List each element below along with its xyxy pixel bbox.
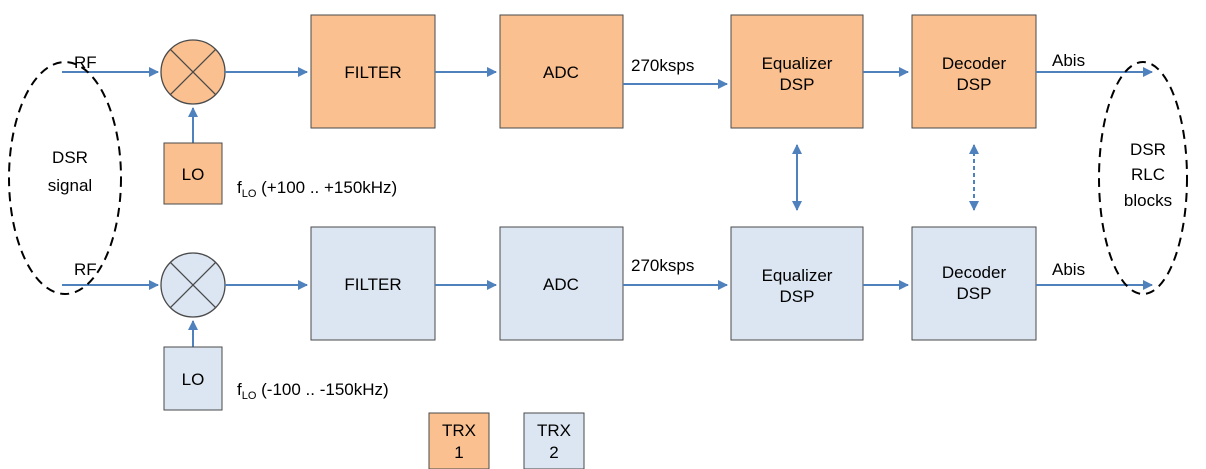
chain-trx2: RF FILTER ADC 270ksps Equalizer DSP Deco… xyxy=(62,226,1153,411)
decoder-label-line2-2: DSP xyxy=(957,284,992,303)
dsr-rlc-label-line3: blocks xyxy=(1124,191,1172,210)
dsr-rlc-blocks-group: DSR RLC blocks xyxy=(1098,61,1188,295)
legend-trx2-line1: TRX xyxy=(537,421,571,440)
mixer-2 xyxy=(160,252,226,318)
lo-frequency-label-1: fLO (+100 .. +150kHz) xyxy=(237,178,397,200)
rate-label-1: 270ksps xyxy=(631,56,694,75)
rate-label-2: 270ksps xyxy=(631,256,694,275)
dsr-rlc-label-line1: DSR xyxy=(1130,140,1166,159)
legend-trx1-line2: 1 xyxy=(454,443,463,462)
adc-label-1: ADC xyxy=(543,63,579,82)
filter-label-1: FILTER xyxy=(344,63,401,82)
lo-label-2: LO xyxy=(182,370,205,389)
legend-trx1: TRX 1 xyxy=(428,412,490,469)
equalizer-label-line1-1: Equalizer xyxy=(762,54,833,73)
rf-label-1: RF xyxy=(74,53,97,72)
legend-trx2-line2: 2 xyxy=(549,443,558,462)
adc-block-1: ADC xyxy=(499,14,624,129)
legend-trx2: TRX 2 xyxy=(523,412,585,469)
dsr-signal-label-line1: DSR xyxy=(52,148,88,167)
lo-block-2: LO xyxy=(163,346,223,411)
mixer-1 xyxy=(160,39,226,105)
filter-block-2: FILTER xyxy=(310,226,436,341)
chain-trx1: RF FILTER ADC 270ksps Equalizer DSP Deco… xyxy=(62,14,1153,205)
abis-label-2: Abis xyxy=(1052,260,1085,279)
equalizer-dsp-block-1: Equalizer DSP xyxy=(730,14,864,129)
adc-block-2: ADC xyxy=(499,226,624,341)
filter-label-2: FILTER xyxy=(344,275,401,294)
abis-label-1: Abis xyxy=(1052,51,1085,70)
equalizer-label-line2-2: DSP xyxy=(780,287,815,306)
legend-trx1-line1: TRX xyxy=(442,421,476,440)
equalizer-label-line1-2: Equalizer xyxy=(762,266,833,285)
decoder-dsp-block-1: Decoder DSP xyxy=(911,14,1037,129)
dsr-rlc-label-line2: RLC xyxy=(1131,165,1165,184)
lo-block-1: LO xyxy=(163,142,223,205)
decoder-dsp-block-2: Decoder DSP xyxy=(911,226,1037,341)
decoder-label-line1-2: Decoder xyxy=(942,263,1007,282)
adc-label-2: ADC xyxy=(543,275,579,294)
decoder-label-line1-1: Decoder xyxy=(942,54,1007,73)
dsr-signal-group: DSR signal xyxy=(8,61,122,295)
rf-label-2: RF xyxy=(74,260,97,279)
equalizer-label-line2-1: DSP xyxy=(780,75,815,94)
lo-label-1: LO xyxy=(182,165,205,184)
lo-frequency-label-2: fLO (-100 .. -150kHz) xyxy=(237,380,389,402)
decoder-label-line2-1: DSP xyxy=(957,75,992,94)
dsr-signal-label-line2: signal xyxy=(48,176,92,195)
filter-block-1: FILTER xyxy=(310,14,436,129)
equalizer-dsp-block-2: Equalizer DSP xyxy=(730,226,864,341)
